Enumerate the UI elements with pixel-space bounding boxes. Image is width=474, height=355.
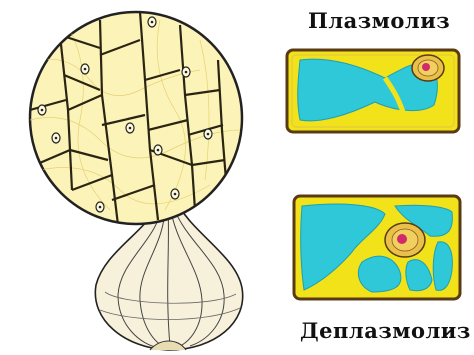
- deplasmolysis-label: Деплазмолиз: [300, 318, 471, 343]
- plasmolysed-cell: [287, 50, 459, 132]
- deplasmolysed-cell: [294, 196, 460, 299]
- magnified-onion-epidermis: [30, 12, 242, 225]
- plasmolysis-label: Плазмолиз: [308, 8, 450, 33]
